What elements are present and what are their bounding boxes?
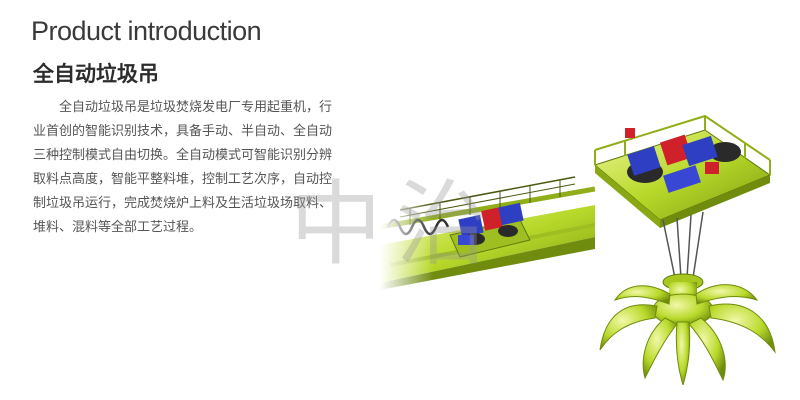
grab-bucket-crane-image bbox=[585, 110, 790, 387]
crane-trolley-image bbox=[379, 165, 596, 290]
page-title-cn: 全自动垃圾吊 bbox=[33, 62, 159, 86]
product-description: 全自动垃圾吊是垃圾焚烧发电厂专用起重机，行业首创的智能识别技术，具备手动、半自动… bbox=[33, 100, 333, 235]
page-title-en: Product introduction bbox=[31, 16, 262, 46]
